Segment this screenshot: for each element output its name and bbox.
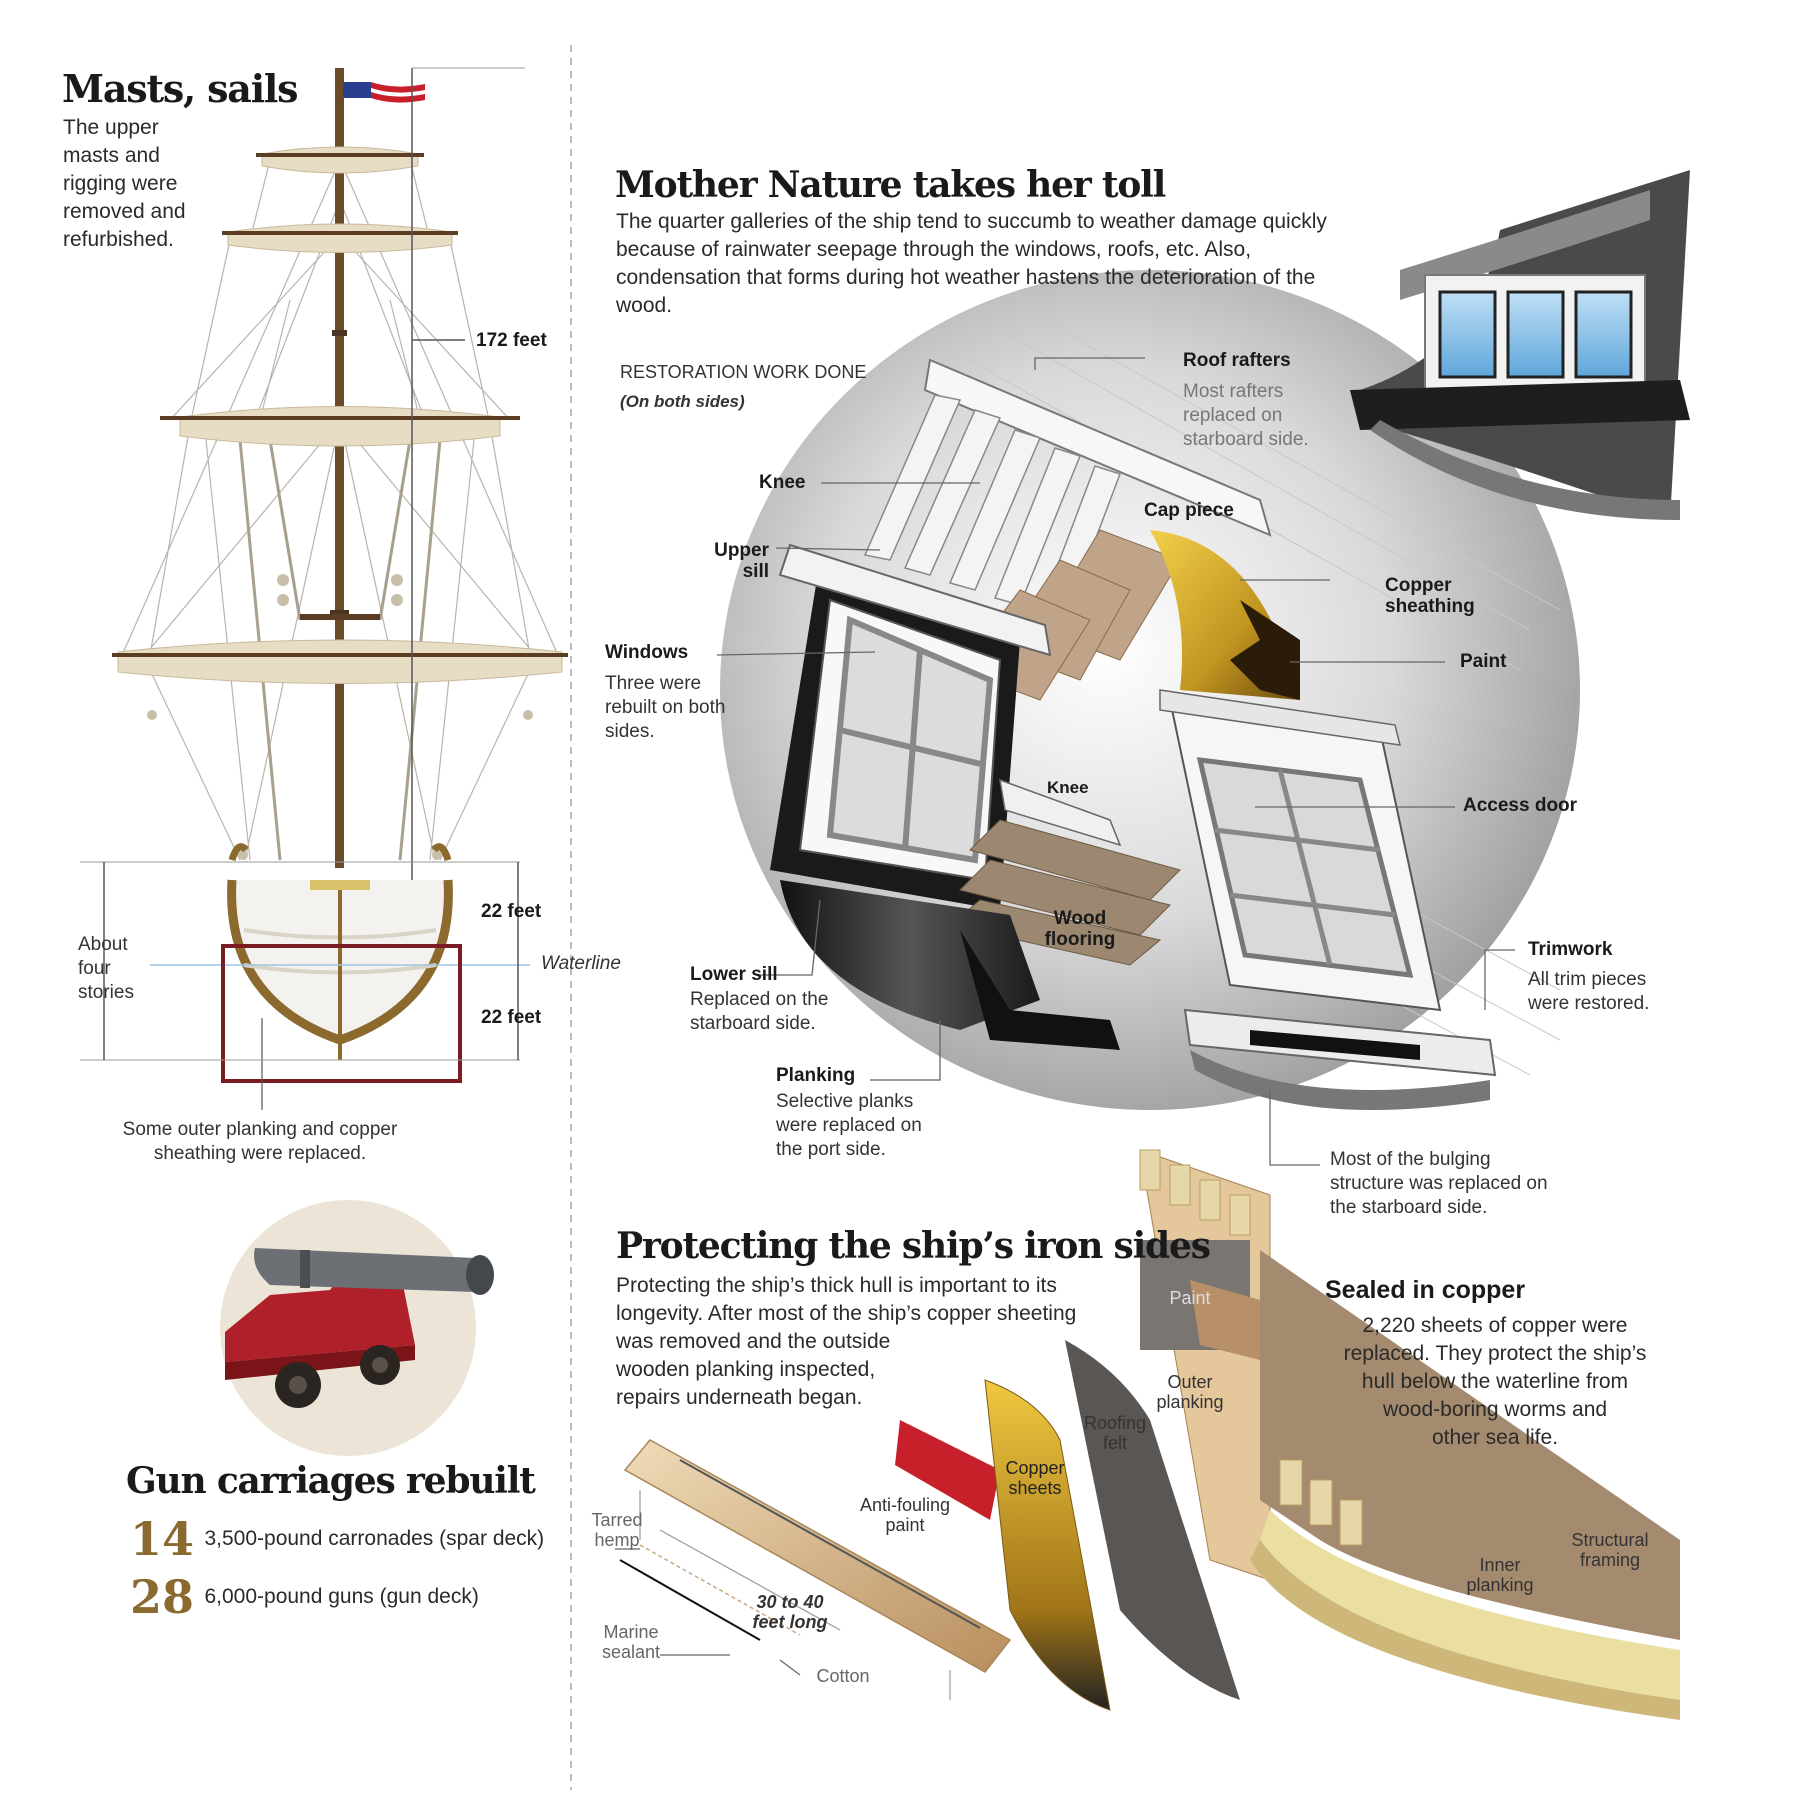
inner-knee-label: Knee: [1047, 778, 1089, 797]
structural-framing-label: Structural framing: [1571, 1530, 1649, 1570]
mast-height-label: 172 feet: [476, 330, 547, 351]
copper-description: 2,220 sheets of copper were replaced. Th…: [1343, 1314, 1647, 1449]
cap-piece-label: Cap piece: [1144, 500, 1234, 521]
guns-desc-2: 6,000-pound guns (gun deck): [204, 1585, 479, 1608]
windows-note: Three were rebuilt on both sides.: [605, 673, 726, 742]
upper-sill-label: Upper sill: [714, 540, 769, 582]
tarred-hemp-label: Tarred hemp: [591, 1510, 643, 1550]
outer-planking-label: Outer planking: [1156, 1372, 1224, 1412]
guns-desc-1: 3,500-pound carronades (spar deck): [204, 1527, 545, 1550]
plank-illustration: [619, 1420, 1012, 1700]
cotton-label: Cotton: [816, 1666, 870, 1686]
nature-title: Mother Nature takes her toll: [615, 164, 1166, 206]
planking-note: Selective planks were replaced on the po…: [776, 1091, 922, 1160]
guns-row-1: 14 3,500-pound carronades (spar deck): [130, 1512, 544, 1566]
leader-lines: [615, 357, 1515, 1676]
windows-label: Windows: [605, 642, 689, 663]
inner-planking-label: Inner planking: [1466, 1555, 1534, 1595]
ship-mast-diagram: [80, 67, 568, 1110]
roof-rafters-label: Roof rafters: [1183, 350, 1291, 371]
nature-description: The quarter galleries of the ship tend t…: [616, 210, 1327, 317]
lower-sill-label: Lower sill: [690, 964, 778, 985]
trimwork-label: Trimwork: [1528, 939, 1613, 960]
waterline-label: Waterline: [541, 953, 621, 974]
hull-note: Some outer planking and copper sheathing…: [122, 1119, 398, 1164]
iron-title: Protecting the ship’s iron sides: [616, 1225, 1211, 1267]
guns-count-1: 14: [130, 1512, 195, 1566]
guns-count-2: 28: [130, 1570, 195, 1624]
bulging-note: Most of the bulging structure was replac…: [1330, 1149, 1548, 1218]
knee-label: Knee: [759, 472, 806, 493]
wood-flooring-label: Wood flooring: [1044, 908, 1116, 950]
lower-sill-note: Replaced on the starboard side.: [690, 989, 829, 1034]
guns-row-2: 28 6,000-pound guns (gun deck): [130, 1570, 479, 1624]
upper-height-label: 22 feet: [481, 901, 542, 922]
guns-title: Gun carriages rebuilt: [126, 1460, 536, 1502]
quarter-gallery-diagram: [720, 270, 1580, 1110]
copper-sheathing-label: Copper sheathing: [1385, 575, 1475, 617]
iron-description: Protecting the ship’s thick hull is impo…: [616, 1274, 1077, 1409]
trimwork-note: All trim pieces were restored.: [1528, 969, 1650, 1014]
copper-title: Sealed in copper: [1325, 1276, 1526, 1304]
roof-rafters-note: Most rafters replaced on starboard side.: [1183, 381, 1309, 450]
hull-layers-illustration: [984, 1149, 1680, 1720]
access-door-label: Access door: [1463, 795, 1578, 816]
lower-height-label: 22 feet: [481, 1007, 542, 1028]
stories-label: About four stories: [78, 934, 134, 1003]
copper-sheets-label: Copper sheets: [1005, 1458, 1065, 1498]
planking-label: Planking: [776, 1065, 856, 1086]
paint-label: Paint: [1460, 651, 1507, 672]
roofing-felt-label: Roofing felt: [1083, 1413, 1147, 1453]
restoration-title: RESTORATION WORK DONE: [620, 362, 867, 382]
marine-sealant-label: Marine sealant: [601, 1622, 661, 1662]
restoration-subtitle: (On both sides): [620, 392, 745, 411]
plank-length-label: 30 to 40 feet long: [752, 1592, 828, 1632]
masts-description: The upper masts and rigging were removed…: [63, 116, 186, 251]
cannon-illustration: [220, 1200, 494, 1456]
paint-layer-label: Paint: [1169, 1288, 1211, 1308]
masts-title: Masts, sails: [62, 66, 299, 111]
anti-fouling-label: Anti-fouling paint: [859, 1495, 951, 1535]
gallery-thumbnail: [1350, 170, 1690, 520]
